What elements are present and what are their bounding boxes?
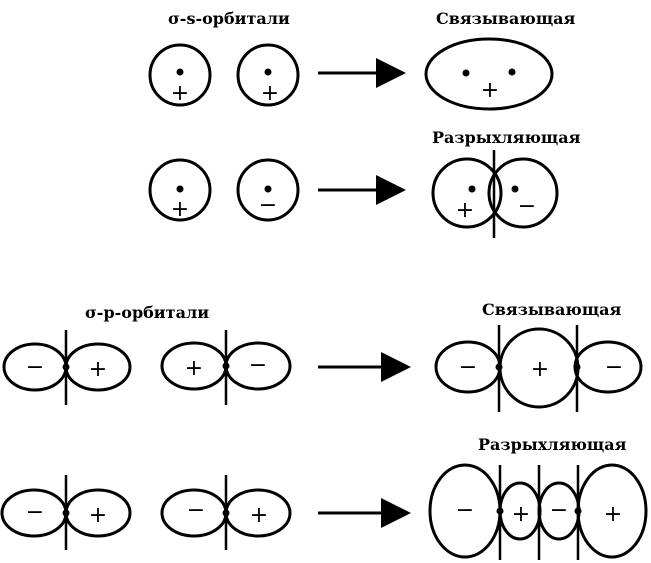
antibonding-title-p: Разрыхляющая [478, 435, 627, 454]
svg-text:+: + [171, 197, 189, 222]
svg-text:−: − [187, 498, 205, 523]
svg-text:−: − [518, 194, 536, 219]
p-orbital-right-4: − + [160, 475, 292, 550]
p-orbital-left-3: − + [2, 330, 132, 405]
svg-text:−: − [459, 355, 477, 380]
s-orbital-right-2: − [236, 158, 300, 222]
s-orbital-left-1: + [148, 43, 212, 107]
svg-text:−: − [249, 353, 267, 378]
svg-text:−: − [259, 193, 277, 218]
svg-text:+: + [171, 81, 189, 106]
s-orbitals-title: σ-s-орбитали [168, 9, 290, 28]
svg-text:+: + [261, 81, 279, 106]
svg-text:+: + [456, 198, 474, 223]
svg-text:+: + [512, 502, 530, 527]
s-orbital-left-2: + [148, 158, 212, 222]
svg-text:+: + [250, 503, 268, 528]
s-orbital-right-1: + [236, 43, 300, 107]
p-bonding-orbital: − + − [434, 325, 643, 412]
svg-text:−: − [456, 498, 474, 523]
s-antibonding-orbital: + − [431, 150, 559, 238]
antibonding-title-s: Разрыхляющая [432, 128, 581, 147]
s-bonding-orbital: + [424, 37, 554, 111]
svg-text:+: + [531, 357, 549, 382]
svg-text:+: + [185, 356, 203, 381]
svg-text:+: + [89, 357, 107, 382]
p-orbital-right-3: + − [160, 330, 292, 405]
bonding-title-s: Связывающая [436, 9, 575, 28]
svg-text:−: − [605, 355, 623, 380]
svg-text:−: − [26, 355, 44, 380]
svg-text:−: − [550, 498, 568, 523]
svg-text:+: + [481, 78, 499, 103]
svg-text:+: + [89, 503, 107, 528]
p-orbitals-title: σ-p-орбитали [85, 303, 209, 322]
p-orbital-left-4: − + [0, 475, 132, 550]
svg-text:+: + [604, 502, 622, 527]
p-antibonding-orbital: − + − + [428, 463, 648, 560]
bonding-title-p: Связывающая [482, 300, 621, 319]
svg-text:−: − [26, 500, 44, 525]
